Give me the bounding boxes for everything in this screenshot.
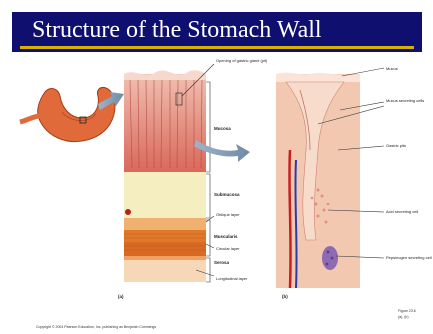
label-submucosa: Submucosa <box>214 192 240 197</box>
footer-figure: Figure 23.6 <box>398 309 416 313</box>
label-oblique-layer: Oblique layer <box>216 212 240 217</box>
label-muscularis: Muscularis <box>214 234 238 239</box>
panel-label-a: (a) <box>118 294 124 299</box>
label-mucus-secreting-cells: Mucus secreting cells <box>386 98 424 103</box>
label-circular-layer: Circular layer <box>216 246 240 251</box>
label-serosa: Serosa <box>214 260 230 265</box>
blood-vessel <box>125 209 131 215</box>
label-mucosa: Mucosa <box>214 126 231 131</box>
label-longitudinal-layer: Longitudinal layer <box>216 276 248 281</box>
label-gastric-pit-opening: Opening of gastric gland (pit) <box>216 58 268 63</box>
gastric-gland-section <box>276 73 360 288</box>
panel-label-b: (b) <box>282 294 288 299</box>
label-acid-secreting-cell: Acid secreting cell <box>386 209 418 214</box>
stomach-icon <box>20 87 115 141</box>
footer-figure-parts: (a), (b) <box>398 315 409 319</box>
label-gastric-pits: Gastric pits <box>386 143 406 148</box>
label-mucus: Mucus <box>386 66 398 71</box>
footer-copyright: Copyright © 2004 Pearson Education, Inc.… <box>36 325 156 329</box>
stomach-wall-section <box>124 70 206 282</box>
label-pepsinogen-secreting-cell: Pepsinogen secreting cell <box>386 255 432 260</box>
